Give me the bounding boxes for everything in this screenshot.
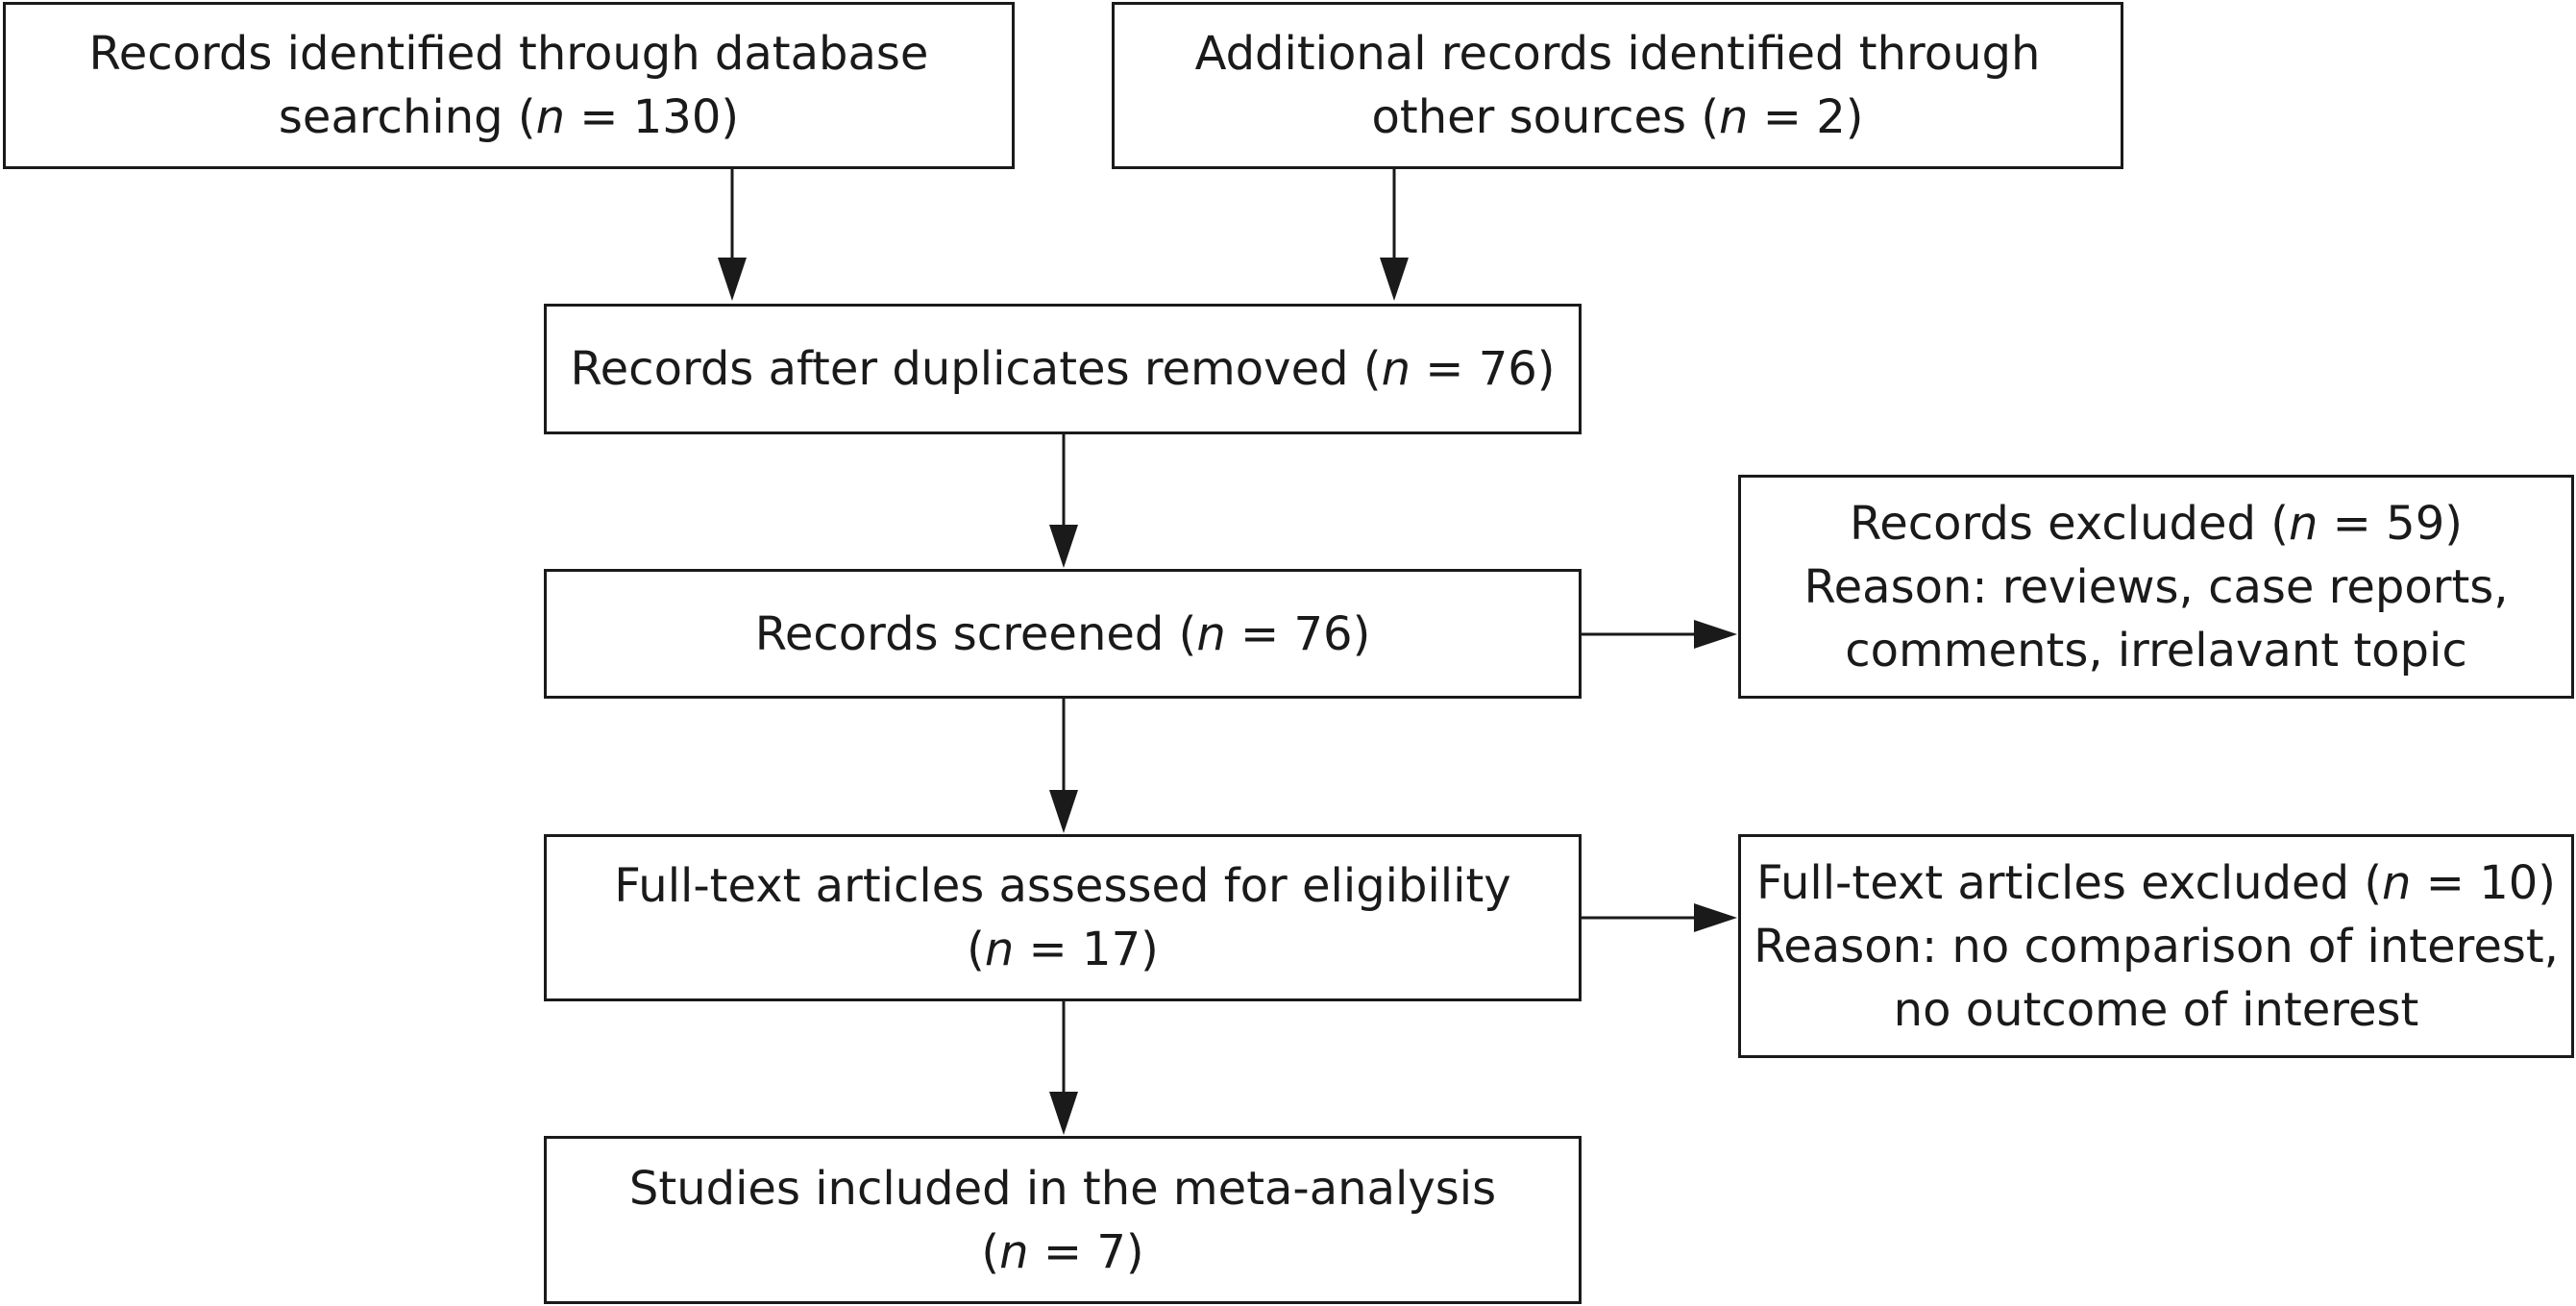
box-database-line2: searching (n = 130) bbox=[278, 90, 740, 144]
box-full-text-excluded: Full-text articles excluded (n = 10) Rea… bbox=[1738, 834, 2574, 1058]
arrowhead-screened-to-excluded bbox=[1694, 620, 1737, 649]
box-database-line1: Records identified through database bbox=[88, 27, 929, 81]
box-full-text-excluded-line3: no outcome of interest bbox=[1893, 982, 2419, 1037]
box-full-text-excluded-line1: Full-text articles excluded (n = 10) bbox=[1755, 855, 2557, 910]
box-database-records: Records identified through database sear… bbox=[3, 2, 1015, 169]
n-symbol: n bbox=[2382, 855, 2412, 910]
box-studies-included: Studies included in the meta-analysis (n… bbox=[544, 1136, 1582, 1304]
arrowhead-database-to-duplicates bbox=[718, 258, 747, 301]
box-other-sources: Additional records identified through ot… bbox=[1112, 2, 2123, 169]
arrowhead-full-text-to-excluded bbox=[1694, 903, 1737, 932]
arrowhead-screened-to-full-text bbox=[1049, 790, 1078, 833]
box-full-text-assessed-line2: (n = 17) bbox=[967, 923, 1159, 976]
box-full-text-excluded-line2: Reason: no comparison of interest, bbox=[1754, 919, 2559, 973]
box-other-sources-line1: Additional records identified through bbox=[1194, 27, 2041, 81]
box-records-excluded-line3: comments, irrelavant topic bbox=[1845, 623, 2467, 678]
box-records-excluded: Records excluded (n = 59) Reason: review… bbox=[1738, 475, 2574, 699]
box-studies-included-line1: Studies included in the meta-analysis bbox=[628, 1161, 1497, 1216]
box-duplicates-removed: Records after duplicates removed (n = 76… bbox=[544, 304, 1582, 434]
box-duplicates-removed-line1: Records after duplicates removed (n = 76… bbox=[570, 342, 1556, 396]
box-records-excluded-line1: Records excluded (n = 59) bbox=[1850, 496, 2463, 551]
n-symbol: n bbox=[2289, 496, 2318, 551]
n-symbol: n bbox=[535, 90, 565, 144]
arrowhead-full-text-to-included bbox=[1049, 1092, 1078, 1135]
n-symbol: n bbox=[1196, 606, 1226, 661]
box-studies-included-line2: (n = 7) bbox=[981, 1224, 1144, 1279]
box-full-text-assessed: Full-text articles assessed for eligibil… bbox=[544, 834, 1582, 1001]
n-symbol: n bbox=[999, 1224, 1029, 1279]
n-symbol: n bbox=[984, 923, 1015, 976]
box-full-text-assessed-line1: Full-text articles assessed for eligibil… bbox=[614, 859, 1511, 913]
box-records-excluded-line2: Reason: reviews, case reports, bbox=[1803, 559, 2509, 614]
arrowhead-duplicates-to-screened bbox=[1049, 525, 1078, 568]
n-symbol: n bbox=[1381, 342, 1411, 396]
arrowhead-other-sources-to-duplicates bbox=[1380, 258, 1409, 301]
box-other-sources-line2: other sources (n = 2) bbox=[1371, 90, 1864, 144]
box-records-screened: Records screened (n = 76) bbox=[544, 569, 1582, 699]
n-symbol: n bbox=[1719, 90, 1749, 144]
box-records-screened-line1: Records screened (n = 76) bbox=[754, 606, 1371, 661]
